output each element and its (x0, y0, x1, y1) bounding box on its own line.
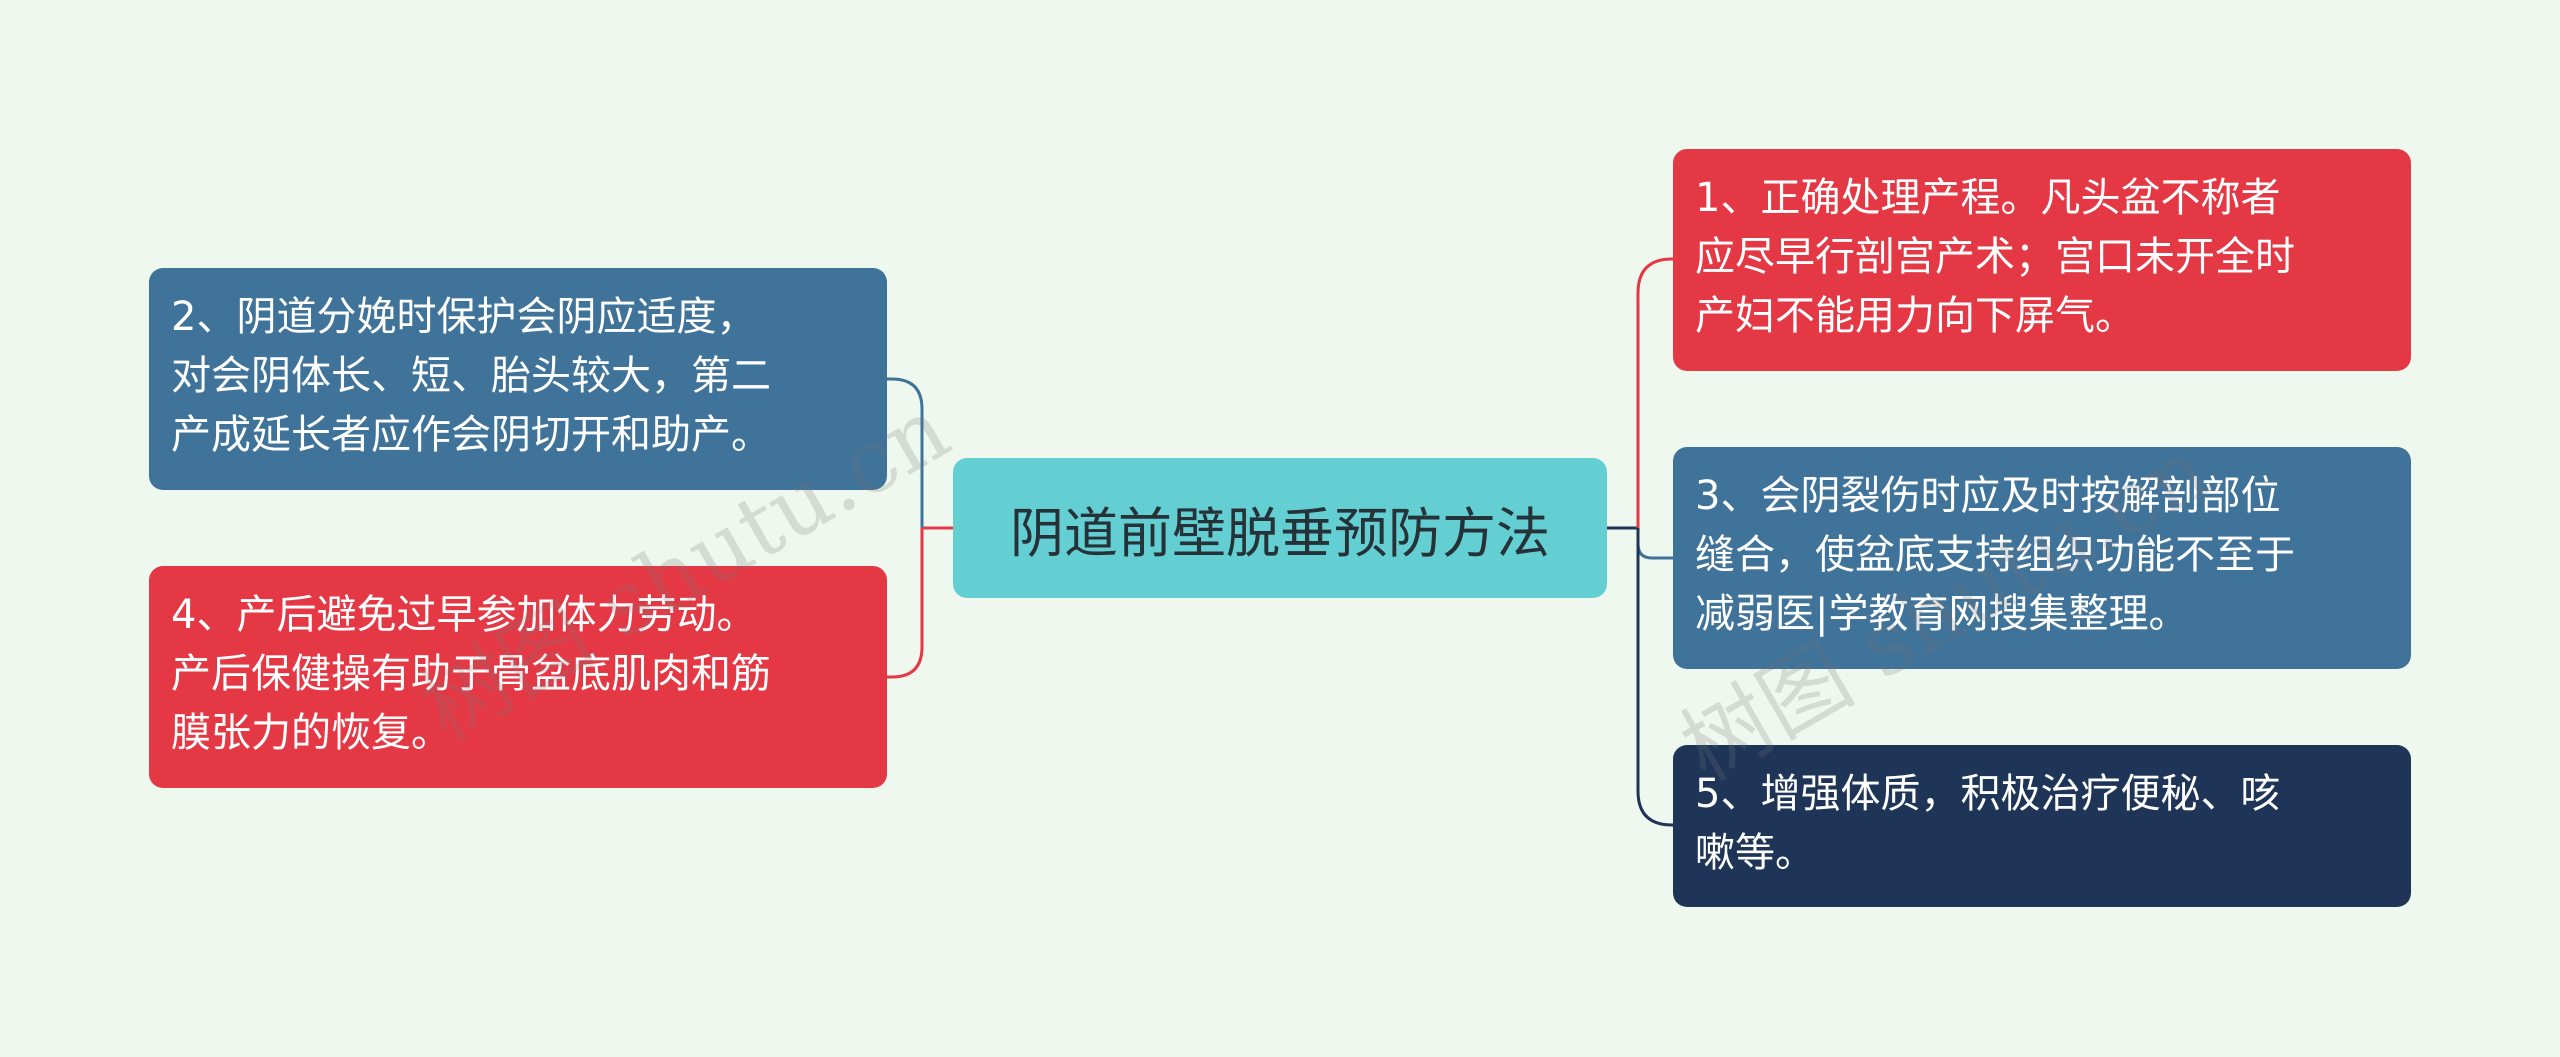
branch-node-5-text: 5、增强体质，积极治疗便秘、咳 嗽等。 (1695, 771, 2281, 876)
connector-n4 (887, 528, 924, 679)
connector-n1 (1636, 257, 1673, 528)
branch-node-3[interactable]: 3、会阴裂伤时应及时按解剖部位 缝合，使盆底支持组织功能不至于 减弱医|学教育网… (1673, 447, 2411, 669)
central-topic[interactable]: 阴道前壁脱垂预防方法 (953, 458, 1607, 598)
branch-node-1-text: 1、正确处理产程。凡头盆不称者 应尽早行剖宫产术；宫口未开全时 产妇不能用力向下… (1695, 175, 2295, 339)
branch-node-4[interactable]: 4、产后避免过早参加体力劳动。 产后保健操有助于骨盆底肌肉和筋 膜张力的恢复。 (149, 566, 887, 788)
connector-n5 (1636, 528, 1673, 827)
branch-node-2-text: 2、阴道分娩时保护会阴应适度， 对会阴体长、短、胎头较大，第二 产成延长者应作会… (171, 294, 771, 458)
branch-node-4-text: 4、产后避免过早参加体力劳动。 产后保健操有助于骨盆底肌肉和筋 膜张力的恢复。 (171, 592, 771, 756)
branch-node-2[interactable]: 2、阴道分娩时保护会阴应适度， 对会阴体长、短、胎头较大，第二 产成延长者应作会… (149, 268, 887, 490)
connector-n3 (1636, 528, 1673, 560)
connector-n2 (887, 377, 924, 528)
branch-node-5[interactable]: 5、增强体质，积极治疗便秘、咳 嗽等。 (1673, 745, 2411, 907)
central-topic-label: 阴道前壁脱垂预防方法 (1010, 501, 1550, 565)
branch-node-3-text: 3、会阴裂伤时应及时按解剖部位 缝合，使盆底支持组织功能不至于 减弱医|学教育网… (1695, 473, 2295, 637)
branch-node-1[interactable]: 1、正确处理产程。凡头盆不称者 应尽早行剖宫产术；宫口未开全时 产妇不能用力向下… (1673, 149, 2411, 371)
